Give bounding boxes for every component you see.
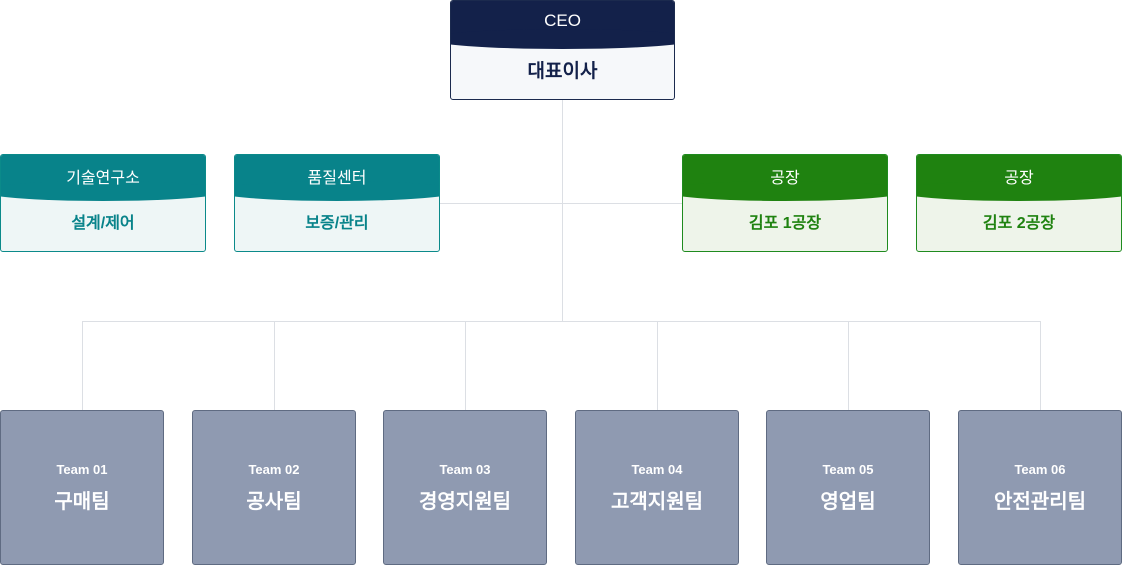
team-number: Team 02 xyxy=(248,461,300,477)
division-body-label: 김포 1공장 xyxy=(748,215,822,232)
team-box-04: Team 04 고객지원팀 xyxy=(575,410,739,565)
team-box-03: Team 03 경영지원팀 xyxy=(383,410,547,565)
connector-teams-horizontal xyxy=(82,321,1041,322)
team-box-06: Team 06 안전관리팀 xyxy=(958,410,1122,565)
team-number: Team 03 xyxy=(439,461,491,477)
connector-team-03 xyxy=(465,321,466,410)
division-header-label: 기술연구소 xyxy=(66,170,140,187)
ceo-header: CEO xyxy=(451,1,674,49)
team-name: 공사팀 xyxy=(246,490,302,513)
team-number: Team 01 xyxy=(56,461,108,477)
division-header: 공장 xyxy=(917,155,1121,201)
division-box-factory-2: 공장 김포 2공장 xyxy=(916,154,1122,252)
ceo-box: CEO 대표이사 xyxy=(450,0,675,100)
ceo-title: CEO xyxy=(544,11,581,30)
connector-ceo-vertical xyxy=(562,100,563,321)
team-number: Team 04 xyxy=(631,461,683,477)
division-header-label: 공장 xyxy=(1004,170,1034,187)
team-name: 구매팀 xyxy=(54,490,110,513)
connector-divisions-horizontal xyxy=(440,203,682,204)
connector-team-06 xyxy=(1040,321,1041,410)
team-number: Team 06 xyxy=(1014,461,1066,477)
connector-team-04 xyxy=(657,321,658,410)
division-box-factory-1: 공장 김포 1공장 xyxy=(682,154,888,252)
division-header-label: 공장 xyxy=(770,170,800,187)
division-header: 기술연구소 xyxy=(1,155,205,201)
team-name: 안전관리팀 xyxy=(994,490,1086,513)
connector-team-05 xyxy=(848,321,849,410)
connector-team-02 xyxy=(274,321,275,410)
team-box-01: Team 01 구매팀 xyxy=(0,410,164,565)
division-box-quality: 품질센터 보증/관리 xyxy=(234,154,440,252)
division-header-label: 품질센터 xyxy=(307,170,367,187)
division-body-label: 보증/관리 xyxy=(305,215,369,232)
division-box-research: 기술연구소 설계/제어 xyxy=(0,154,206,252)
division-header: 공장 xyxy=(683,155,887,201)
team-number: Team 05 xyxy=(822,461,874,477)
team-name: 고객지원팀 xyxy=(611,490,703,513)
ceo-subtitle: 대표이사 xyxy=(527,60,598,82)
connector-team-01 xyxy=(82,321,83,410)
team-box-05: Team 05 영업팀 xyxy=(766,410,930,565)
team-name: 경영지원팀 xyxy=(419,490,511,513)
division-body-label: 김포 2공장 xyxy=(982,215,1056,232)
team-box-02: Team 02 공사팀 xyxy=(192,410,356,565)
team-name: 영업팀 xyxy=(820,490,876,513)
division-header: 품질센터 xyxy=(235,155,439,201)
division-body-label: 설계/제어 xyxy=(71,215,135,232)
